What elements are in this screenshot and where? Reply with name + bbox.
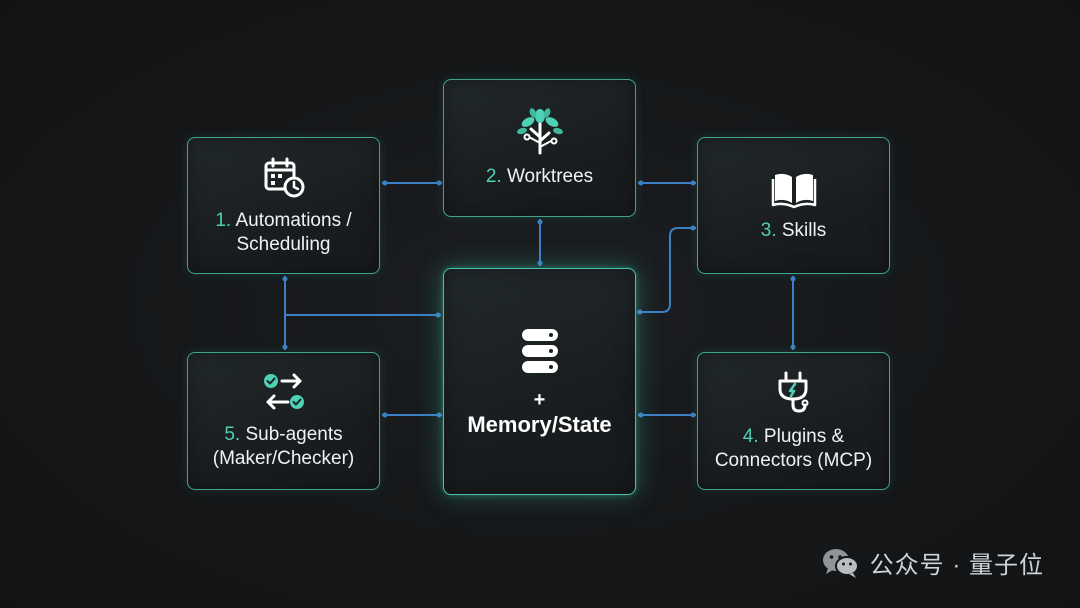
node-plugins: 4. Plugins & Connectors (MCP) (697, 352, 890, 490)
watermark: 公众号 · 量子位 (822, 545, 1044, 580)
tree-circuit-icon (516, 108, 563, 155)
plugins-number: 4. (742, 426, 759, 447)
automations-line2: Scheduling (236, 233, 331, 255)
worktrees-number: 2. (485, 166, 502, 187)
subagents-line2: (Maker/Checker) (212, 448, 355, 469)
node-skills: 3. Skills (697, 137, 890, 274)
swap-arrows-check-icon (263, 373, 304, 410)
plugins-label: 4. Plugins & Connectors (MCP) (715, 425, 872, 473)
node-worktrees: 2. Worktrees (443, 79, 636, 217)
plug-icon (778, 371, 808, 413)
plugins-line1: Plugins & (758, 426, 845, 447)
calendar-clock-icon (264, 157, 304, 197)
subagents-line1: Sub-agents (240, 424, 343, 445)
automations-line1: Automations / (231, 209, 352, 231)
node-memory-state: + Memory/State (443, 268, 636, 495)
connector-automations-memory (284, 276, 441, 316)
watermark-text: 公众号 · 量子位 (869, 552, 1044, 579)
node-subagents: 5. Sub-agents (Maker/Checker) (187, 352, 380, 490)
automations-label: 1. Automations / Scheduling (215, 209, 351, 257)
memory-plus: + (533, 388, 546, 411)
skills-label: 3. Skills (761, 219, 826, 243)
connector-memory-skills (637, 227, 696, 313)
open-book-icon (771, 173, 816, 208)
memory-title: Memory/State (467, 411, 612, 437)
automations-number: 1. (215, 209, 232, 231)
worktrees-label: 2. Worktrees (486, 165, 593, 189)
skills-number: 3. (760, 219, 777, 241)
node-automations: 1. Automations / Scheduling (187, 137, 380, 274)
plugins-line2: Connectors (MCP) (714, 450, 873, 471)
skills-text: Skills (776, 219, 827, 241)
subagents-number: 5. (224, 424, 241, 445)
wechat-icon (822, 548, 859, 578)
subagents-label: 5. Sub-agents (Maker/Checker) (213, 423, 354, 471)
database-icon (521, 328, 558, 373)
worktrees-text: Worktrees (501, 166, 594, 187)
